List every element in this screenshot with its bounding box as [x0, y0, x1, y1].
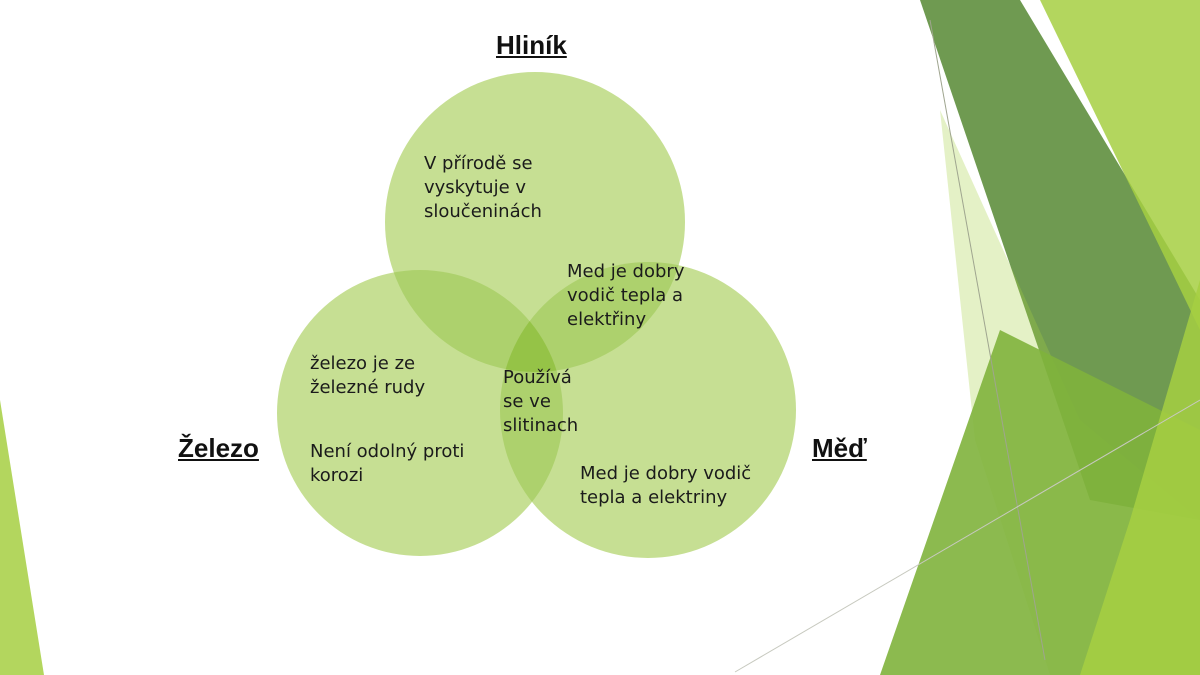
right-shape-dark [920, 0, 1200, 520]
text-hlinik-med: Med je dobry vodič tepla a elektřiny [567, 261, 685, 330]
text-zelezo-1: železo je ze železné rudy [310, 353, 426, 398]
overlap-hlinik-zelezo [385, 270, 563, 372]
text-hlinik: V přírodě se vyskytuje v sloučeninách [424, 153, 542, 222]
title-hlinik: Hliník [496, 30, 567, 60]
text-zelezo-2: Není odolný proti korozi [310, 441, 465, 486]
overlap-hlinik-med [500, 262, 685, 372]
text-med: Med je dobry vodič tepla a elektriny [580, 463, 752, 508]
title-med: Měď [812, 433, 867, 463]
left-edge-shape [0, 400, 44, 675]
right-shape-light-top [1040, 0, 1200, 330]
text-center: Používá se ve slitinach [503, 367, 579, 436]
title-zelezo: Železo [178, 433, 259, 463]
bottom-thin-line [734, 399, 1200, 673]
right-thin-line [929, 19, 1046, 661]
right-shape-light-bottom [1080, 280, 1200, 675]
